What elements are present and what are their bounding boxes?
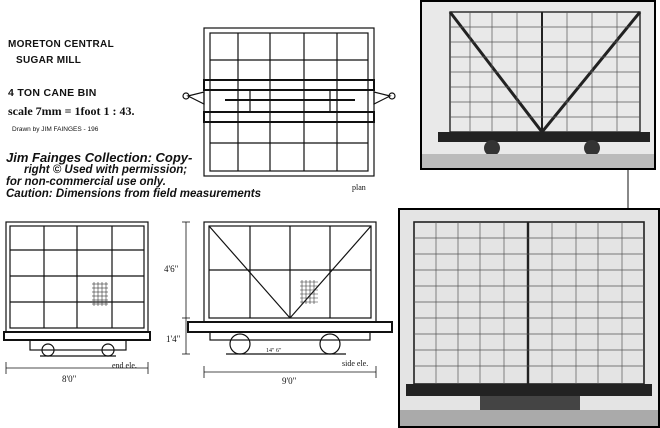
length-side-dim: 9'0": [282, 376, 297, 386]
credit-line2: right © Used with permission;: [24, 164, 188, 176]
collection-credit: Jim Fainges Collection: Copy- right © Us…: [6, 150, 261, 200]
end-elevation-view: [3, 221, 151, 374]
mesh-patches: [92, 280, 318, 306]
wheelbase-dim: 14" 6": [266, 348, 282, 354]
height-body-dim: 4'6": [164, 264, 179, 274]
scale-text: scale 7mm = 1foot 1 : 43.: [8, 104, 135, 118]
mill-name-line2: SUGAR MILL: [16, 55, 82, 66]
height-base-dim: 1'4": [166, 334, 181, 344]
end-elevation-label: end ele.: [112, 361, 137, 370]
side-elevation-view: [182, 221, 393, 378]
photo-end-view: [398, 208, 660, 428]
drawn-by: Drawn by JIM FAINGES - 196: [12, 126, 99, 133]
bin-title: 4 TON CANE BIN: [8, 87, 97, 99]
width-end-dim: 8'0": [62, 374, 77, 384]
plan-label: plan: [352, 183, 366, 192]
plan-view: [182, 27, 396, 177]
photo-side-view: [420, 0, 656, 170]
side-elevation-label: side ele.: [342, 359, 368, 368]
mill-name-line1: MORETON CENTRAL: [8, 39, 114, 50]
credit-line3: for non-commercial use only.: [6, 176, 166, 188]
credit-line4: Caution: Dimensions from field measureme…: [6, 188, 261, 200]
photo-end-image: [400, 210, 658, 426]
credit-line1: Jim Fainges Collection: Copy-: [6, 150, 193, 165]
photo-side-image: [422, 2, 654, 168]
